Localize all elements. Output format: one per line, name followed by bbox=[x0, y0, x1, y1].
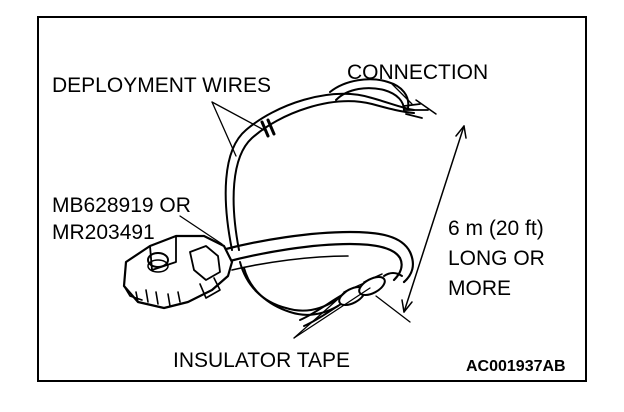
length-line-1: 6 m (20 ft) bbox=[448, 217, 544, 240]
deployment-wires-label: DEPLOYMENT WIRES bbox=[52, 74, 271, 97]
connection-label: CONNECTION bbox=[347, 61, 489, 84]
wire-band bbox=[260, 118, 276, 138]
figure-code: AC001937AB bbox=[466, 358, 566, 375]
connector bbox=[122, 234, 234, 310]
part-number-line-2: MR203491 bbox=[52, 221, 155, 244]
figure-frame bbox=[37, 16, 587, 382]
wire-harness bbox=[220, 230, 414, 284]
length-line-3: MORE bbox=[448, 277, 511, 300]
leader-lines bbox=[179, 83, 413, 339]
length-arrow bbox=[401, 125, 467, 313]
insulator-tape-label: INSULATOR TAPE bbox=[173, 349, 350, 372]
length-line-2: LONG OR bbox=[448, 247, 545, 270]
connection-twist bbox=[329, 78, 437, 119]
part-number-line-1: MB628919 OR bbox=[52, 194, 191, 217]
